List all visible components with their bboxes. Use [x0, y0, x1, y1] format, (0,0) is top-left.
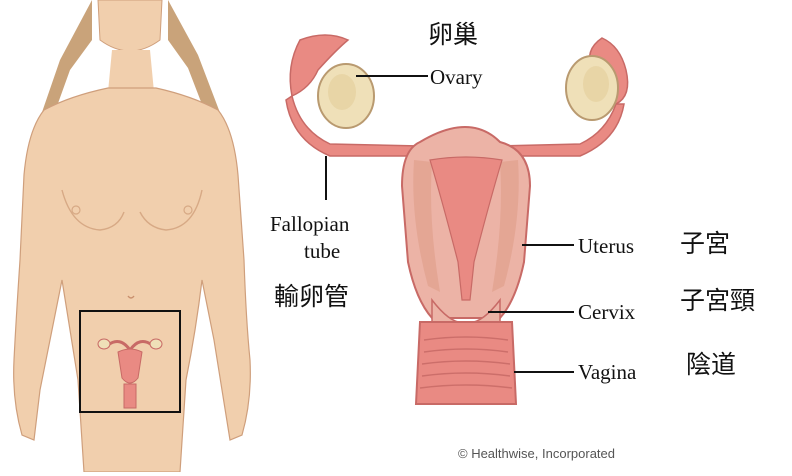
copyright-credit: © Healthwise, Incorporated	[458, 446, 615, 461]
label-zh-cervix: 子宮頸	[680, 288, 755, 313]
label-uterus: Uterus	[578, 236, 634, 257]
label-cervix: Cervix	[578, 302, 635, 323]
label-zh-vagina: 陰道	[686, 352, 736, 377]
label-zh-uterus: 子宮	[680, 231, 730, 256]
label-vagina: Vagina	[578, 362, 636, 383]
female-body-figure	[14, 0, 251, 472]
label-zh-ovary: 卵巢	[428, 22, 478, 47]
label-ovary: Ovary	[430, 67, 482, 88]
label-zh-fallopian-tube: 輸卵管	[274, 284, 349, 309]
label-fallopian-tube-line1: Fallopian	[270, 214, 349, 235]
label-fallopian-tube-line2: tube	[304, 241, 340, 262]
